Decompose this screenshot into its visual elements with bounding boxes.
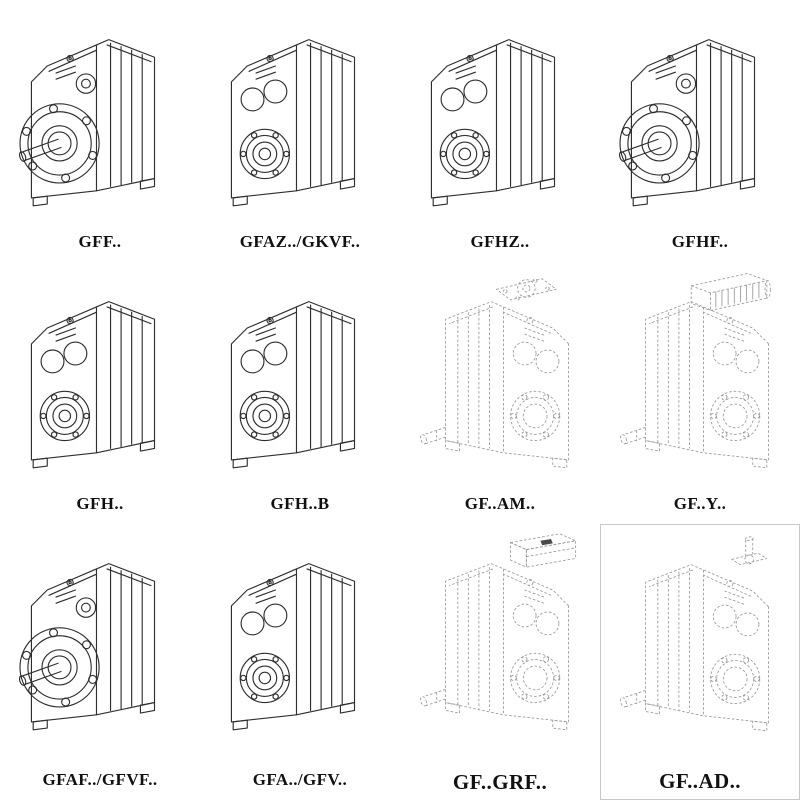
- model-label: GFHZ..: [470, 232, 530, 251]
- line-art: [231, 564, 354, 730]
- catalog-cell-gfaz-gkvf: GFAZ../GKVF..: [200, 0, 400, 262]
- catalog-cell-gf-y: GF..Y..: [600, 262, 800, 524]
- model-label: GF..GRF..: [452, 770, 548, 794]
- line-art: [18, 564, 154, 730]
- line-art: [18, 40, 154, 206]
- gearbox-drawing-adapter: [412, 270, 588, 481]
- model-label: GFH..: [76, 494, 124, 513]
- gearbox-drawing-bores: [412, 8, 588, 219]
- model-label: GF..Y..: [673, 494, 727, 513]
- line-art: [420, 279, 569, 468]
- catalog-cell-gfa-gfv: GFA../GFV..: [200, 524, 400, 800]
- gearbox-drawing-flange: [612, 8, 788, 219]
- catalog-cell-gff: GFF..: [0, 0, 200, 262]
- line-art: [420, 534, 576, 730]
- line-art: [31, 302, 154, 468]
- line-art: [431, 40, 554, 206]
- catalog-cell-gfaf-gfvf: GFAF../GFVF..: [0, 524, 200, 800]
- line-art: [231, 302, 354, 468]
- line-art: [620, 274, 771, 468]
- model-label: GFH..B: [270, 494, 330, 513]
- model-label: GF..AM..: [464, 494, 536, 513]
- catalog-cell-gfhf: GFHF..: [600, 0, 800, 262]
- catalog-cell-gfhz: GFHZ..: [400, 0, 600, 262]
- gearbox-drawing-top-unit: [412, 532, 588, 743]
- model-label: GF..AD..: [659, 769, 741, 793]
- gearbox-drawing-flange: [12, 532, 188, 743]
- model-label: GFAZ../GKVF..: [239, 232, 361, 251]
- catalog-cell-gf-grf: GF..GRF..: [400, 524, 600, 800]
- gearbox-drawing-flange: [12, 8, 188, 219]
- gearbox-drawing-bores: [212, 8, 388, 219]
- line-art: [618, 40, 754, 206]
- catalog-cell-gf-ad: GF..AD..: [600, 524, 800, 800]
- catalog-cell-gf-am: GF..AM..: [400, 262, 600, 524]
- catalog-cell-gfh: GFH..: [0, 262, 200, 524]
- gearbox-drawing-bores: [12, 270, 188, 481]
- gearbox-drawing-input-shaft: [612, 533, 788, 744]
- model-label: GFHF..: [671, 232, 729, 251]
- model-label: GFAF../GFVF..: [42, 770, 158, 789]
- catalog-cell-gfh-b: GFH..B: [200, 262, 400, 524]
- line-art: [620, 536, 769, 731]
- gearbox-drawing-motor: [612, 270, 788, 481]
- model-label: GFF..: [78, 232, 122, 251]
- line-art: [231, 40, 354, 206]
- gearbox-drawing-bores: [212, 532, 388, 743]
- model-label: GFA../GFV..: [252, 770, 348, 789]
- gearbox-drawing-bores: [212, 270, 388, 481]
